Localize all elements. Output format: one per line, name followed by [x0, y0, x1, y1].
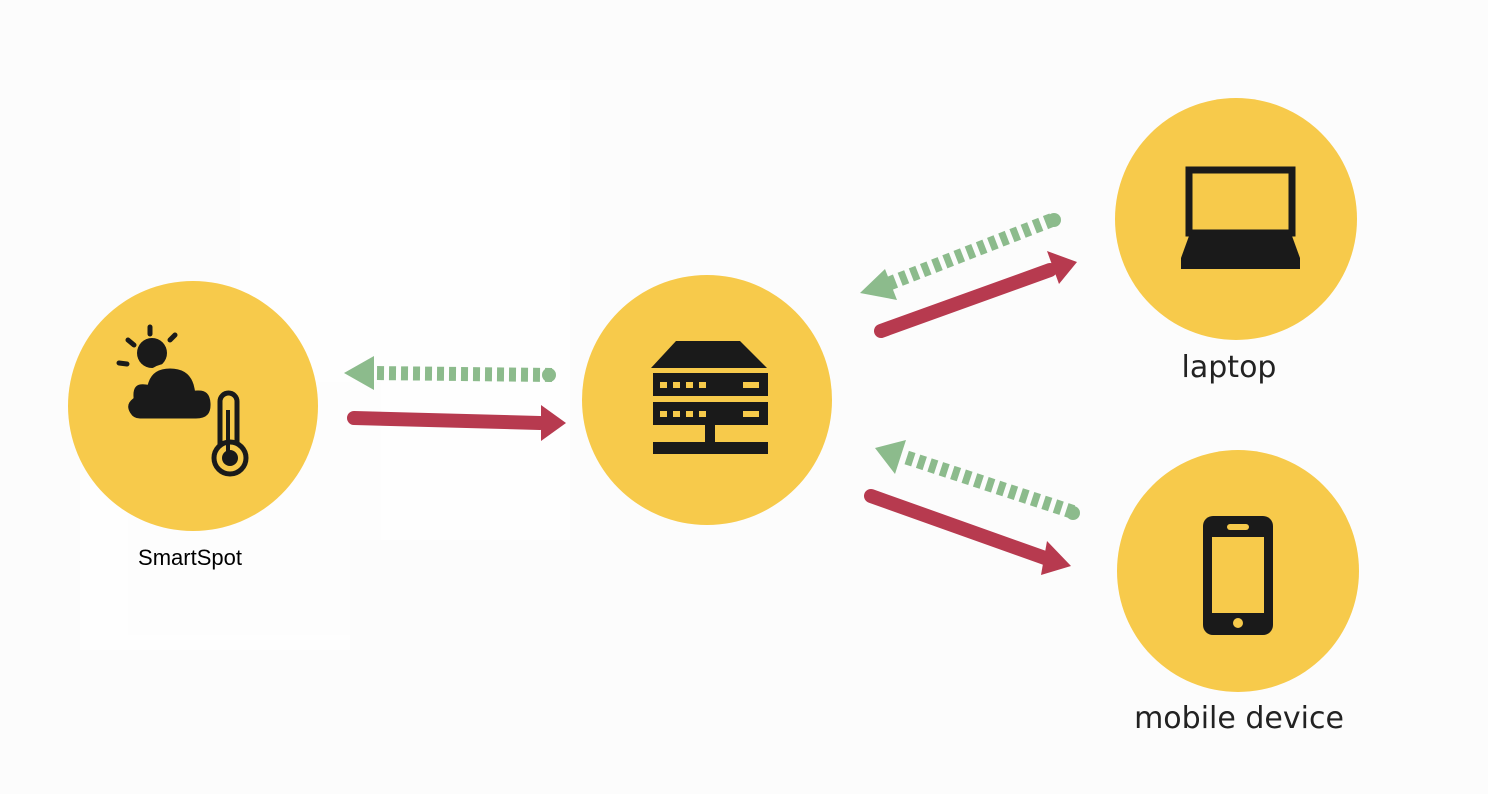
laptop-icon: [1181, 166, 1300, 269]
weather-thermometer-icon: [116, 324, 249, 477]
smartspot-label: SmartSpot: [138, 545, 242, 570]
arrow-response-laptop-to-server: [860, 213, 1061, 300]
laptop-circle: [1115, 98, 1357, 340]
arrow-request-server-to-mobile: [864, 489, 1071, 575]
server-icon: [651, 341, 768, 454]
arrow-request-smartspot-to-server: [347, 405, 566, 441]
smartspot-node: [68, 281, 318, 531]
laptop-node: [1115, 98, 1357, 340]
laptop-label: laptop: [1181, 350, 1277, 385]
arrow-response-mobile-to-server: [875, 440, 1080, 520]
arrow-request-server-to-laptop: [874, 251, 1077, 338]
server-node: [582, 275, 832, 525]
mobile-node: [1117, 450, 1359, 692]
smartphone-icon: [1203, 516, 1273, 635]
arrow-response-server-to-smartspot: [344, 356, 556, 390]
server-circle: [582, 275, 832, 525]
mobile-device-label: mobile device: [1134, 701, 1344, 736]
